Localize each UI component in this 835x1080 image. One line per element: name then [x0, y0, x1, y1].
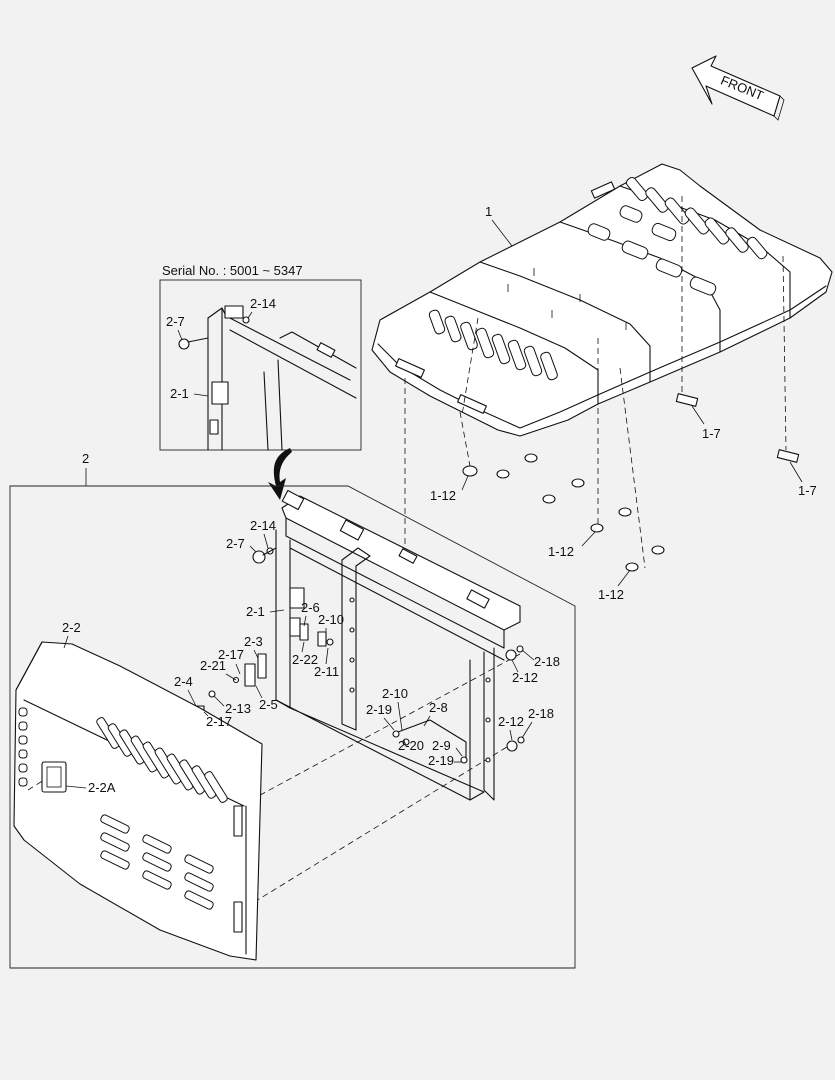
callout-2-7: 2-7 [226, 536, 245, 551]
callout-2-2: 2-2 [62, 620, 81, 635]
callout-1-12c: 1-12 [598, 587, 624, 602]
callout-2-20: 2-20 [398, 738, 424, 753]
inset-callout-2-14: 2-14 [250, 296, 276, 311]
callout-1-7b: 1-7 [798, 483, 817, 498]
callout-2-18a: 2-18 [534, 654, 560, 669]
serial-label: Serial No. : 5001 ~ 5347 [162, 263, 303, 278]
callout-labels: 1 1-7 1-7 1-12 1-12 1-12 2 2-2 2-2A 2-14… [62, 204, 817, 795]
callout-2-13: 2-13 [225, 701, 251, 716]
callout-2-19a: 2-19 [366, 702, 392, 717]
part2-boundary [9, 485, 576, 969]
callout-2-5: 2-5 [259, 697, 278, 712]
callout-2-12b: 2-12 [498, 714, 524, 729]
door-side-vents [18, 707, 28, 787]
inset-callout-2-7: 2-7 [166, 314, 185, 329]
door-upper-vents [96, 717, 228, 803]
callout-2-6: 2-6 [301, 600, 320, 615]
callout-1-12a: 1-12 [430, 488, 456, 503]
door-panel [13, 641, 263, 961]
callout-2: 2 [82, 451, 89, 466]
callout-2-3: 2-3 [244, 634, 263, 649]
roof-panel [371, 163, 833, 437]
callout-2-10a: 2-10 [318, 612, 344, 627]
callout-2-17b: 2-17 [206, 714, 232, 729]
front-arrow-icon: FRONT [691, 55, 785, 121]
callout-2-18b: 2-18 [528, 706, 554, 721]
callout-2-17a: 2-17 [218, 647, 244, 662]
callout-2-22: 2-22 [292, 652, 318, 667]
alignment-lines [237, 196, 787, 913]
roof-fasteners [462, 393, 800, 572]
callout-2-8: 2-8 [429, 700, 448, 715]
inset-callout-2-1: 2-1 [170, 386, 189, 401]
callout-2-11: 2-11 [314, 664, 339, 679]
roof-rear-vents [625, 176, 768, 260]
callout-1: 1 [485, 204, 492, 219]
callout-2-12a: 2-12 [512, 670, 538, 685]
callout-2-19b: 2-19 [428, 753, 454, 768]
callout-2-9: 2-9 [432, 738, 451, 753]
callout-2-10b: 2-10 [382, 686, 408, 701]
callout-1-12b: 1-12 [548, 544, 574, 559]
door-lower-vents [100, 814, 214, 910]
callout-2-2A: 2-2A [88, 780, 116, 795]
callout-2-14: 2-14 [250, 518, 276, 533]
callout-2-4: 2-4 [174, 674, 193, 689]
serial-inset: Serial No. : 5001 ~ 5347 [159, 263, 362, 500]
callout-2-1: 2-1 [246, 604, 265, 619]
roof-front-vents [428, 309, 558, 381]
callout-2-21: 2-21 [200, 658, 226, 673]
callout-1-7a: 1-7 [702, 426, 721, 441]
door-frame [275, 489, 521, 801]
